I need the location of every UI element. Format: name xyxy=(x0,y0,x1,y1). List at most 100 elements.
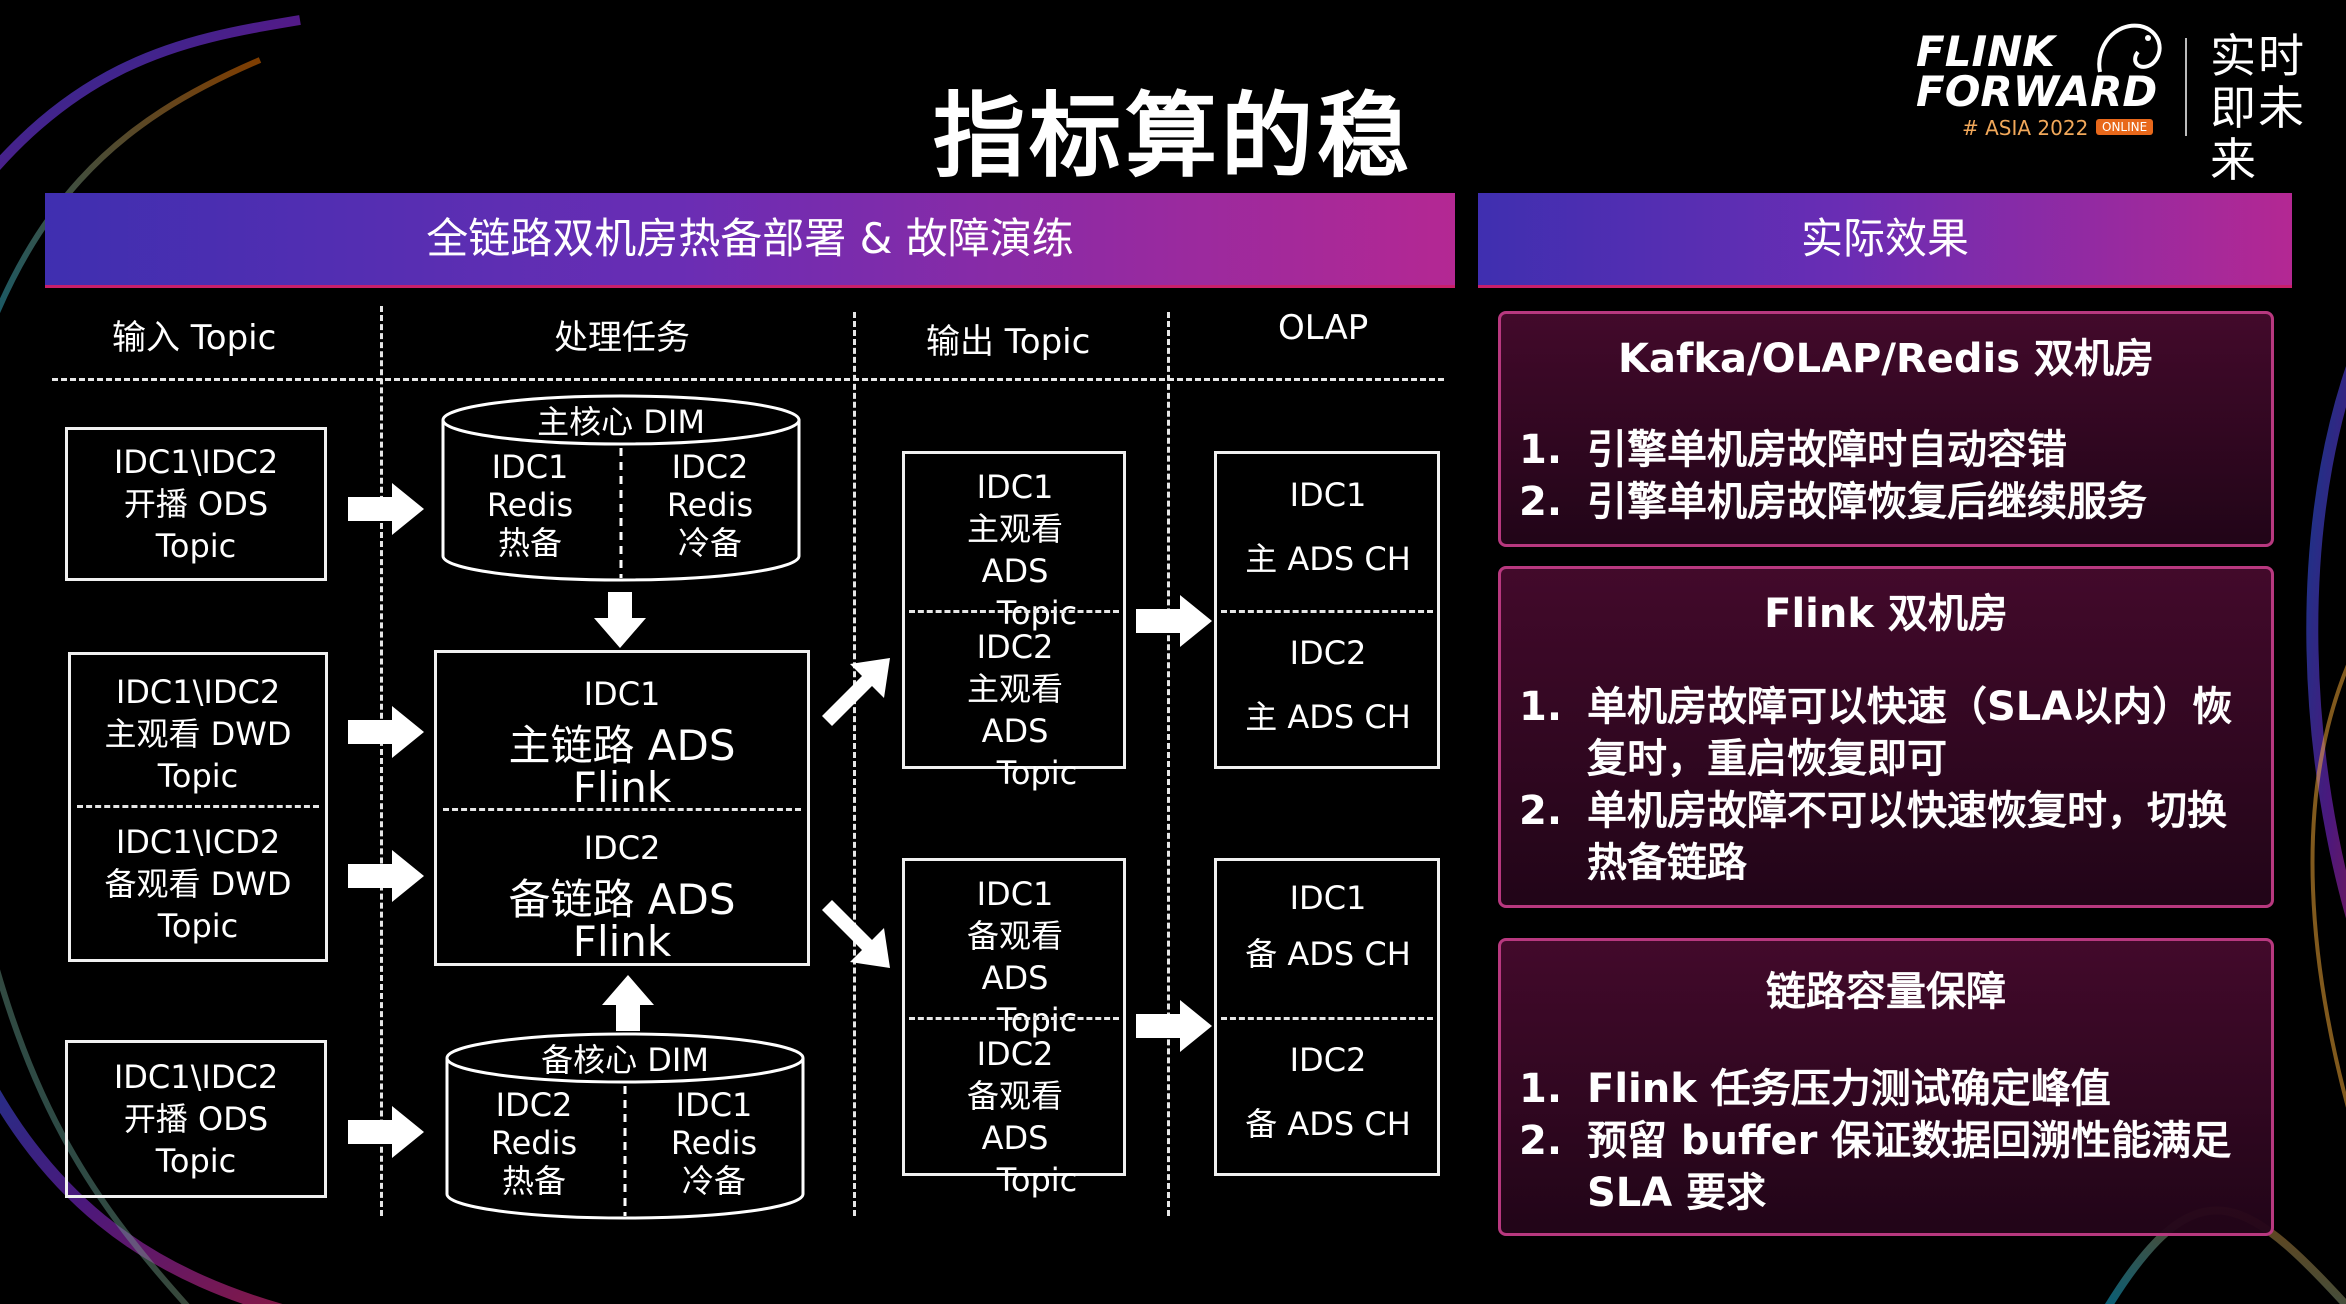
olap-line: IDC2 xyxy=(1289,634,1367,672)
output-topic-line: 主观看 ADS xyxy=(966,670,1063,750)
effect-item-text: Flink 任务压力测试确定峰值 xyxy=(1587,1066,2111,1112)
effect-card-list: 1. 单机房故障可以快速（SLA以内）恢复时，重启恢复即可 2. 单机房故障不可… xyxy=(1519,681,2253,889)
effect-card-title: Flink 双机房 xyxy=(1764,591,2008,637)
backup-dim-hot: IDC2 Redis 热备 xyxy=(454,1086,614,1200)
effect-item-text: 引擎单机房故障时自动容错 xyxy=(1587,427,2067,473)
input-topic-line: IDC1\IDC2 xyxy=(113,1058,279,1096)
effect-card-flink: Flink 双机房 1. 单机房故障可以快速（SLA以内）恢复时，重启恢复即可 … xyxy=(1498,566,2274,908)
effect-item-number: 1. xyxy=(1519,1066,1563,1112)
segment-divider xyxy=(1221,1017,1433,1020)
effect-item-number: 2. xyxy=(1519,1118,1563,1164)
effect-item-text: 单机房故障可以快速（SLA以内）恢复时，重启恢复即可 xyxy=(1587,684,2233,782)
effect-item-text: 预留 buffer 保证数据回溯性能满足 SLA 要求 xyxy=(1587,1118,2232,1216)
input-topic-line: IDC1\ICD2 xyxy=(115,823,281,861)
olap-main-group: IDC1 主 ADS CH IDC2 主 ADS CH xyxy=(1214,451,1440,769)
arrow-right-icon xyxy=(348,483,424,535)
effect-item: 2. 单机房故障不可以快速恢复时，切换热备链路 xyxy=(1519,785,2253,889)
input-topic-ods-bottom: IDC1\IDC2 开播 ODS Topic xyxy=(65,1040,327,1198)
dim-line: 热备 xyxy=(501,1162,566,1200)
olap-backup-idc2: IDC2 备 ADS CH xyxy=(1217,1033,1437,1151)
effect-item-text: 单机房故障不可以快速恢复时，切换热备链路 xyxy=(1587,788,2227,886)
arrow-up-right-icon xyxy=(822,658,890,726)
backup-dim-cold: IDC1 Redis 冷备 xyxy=(634,1086,794,1200)
column-header-output: 输出 Topic xyxy=(926,322,1091,362)
column-header-process: 处理任务 xyxy=(554,318,690,358)
main-dim-cold: IDC2 Redis 冷备 xyxy=(630,448,790,562)
input-topic-line: Topic xyxy=(155,1142,237,1180)
effect-card-title: Kafka/OLAP/Redis 双机房 xyxy=(1618,336,2154,382)
effect-item-number: 2. xyxy=(1519,479,1563,525)
flink-job-name: 主链路 ADS Flink xyxy=(508,721,736,812)
input-topic-dwd-main: IDC1\IDC2 主观看 DWD Topic xyxy=(71,665,325,803)
olap-backup-group: IDC1 备 ADS CH IDC2 备 ADS CH xyxy=(1214,858,1440,1176)
effect-card-list: 1. 引擎单机房故障时自动容错 2. 引擎单机房故障恢复后继续服务 xyxy=(1519,424,2253,528)
column-divider-2 xyxy=(853,312,856,1216)
input-topic-ods-top: IDC1\IDC2 开播 ODS Topic xyxy=(65,427,327,581)
dim-line: IDC2 xyxy=(495,1086,573,1124)
olap-line: 主 ADS CH xyxy=(1245,698,1411,736)
input-topic-dwd-backup: IDC1\ICD2 备观看 DWD Topic xyxy=(71,815,325,953)
dim-line: Redis xyxy=(486,486,574,524)
output-topic-main-idc1: IDC1 主观看 ADS Topic xyxy=(905,460,1123,640)
olap-line: 备 ADS CH xyxy=(1245,935,1411,973)
right-banner: 实际效果 xyxy=(1478,193,2292,288)
segment-divider xyxy=(77,805,319,808)
segment-divider xyxy=(909,610,1119,613)
output-topic-line: 备观看 ADS xyxy=(966,917,1063,997)
arrow-right-icon xyxy=(1136,1000,1212,1052)
main-dim-label: 主核心 DIM xyxy=(537,403,705,441)
output-topic-line: IDC2 xyxy=(976,628,1054,666)
input-topic-line: Topic xyxy=(157,907,239,945)
main-dim-cylinder xyxy=(441,394,801,582)
flink-idc: IDC2 xyxy=(583,829,661,867)
effect-item: 1. 引擎单机房故障时自动容错 xyxy=(1519,424,2253,476)
segment-divider xyxy=(909,1017,1119,1020)
input-topic-line: 开播 ODS xyxy=(123,1100,269,1138)
effect-card-title: 链路容量保障 xyxy=(1766,969,2006,1015)
input-topic-line: 备观看 DWD xyxy=(104,865,292,903)
page-title: 指标算的稳 xyxy=(932,83,1413,190)
output-topic-backup-idc2: IDC2 备观看 ADS Topic xyxy=(905,1027,1123,1207)
header-divider xyxy=(52,378,1444,381)
main-dim-hot: IDC1 Redis 热备 xyxy=(450,448,610,562)
effect-item-text: 引擎单机房故障恢复后继续服务 xyxy=(1587,479,2147,525)
input-topic-line: IDC1\IDC2 xyxy=(113,443,279,481)
effect-card-capacity: 链路容量保障 1. Flink 任务压力测试确定峰值 2. 预留 buffer … xyxy=(1498,938,2274,1236)
input-topic-dwd-group: IDC1\IDC2 主观看 DWD Topic IDC1\ICD2 备观看 DW… xyxy=(68,652,328,962)
dim-line: IDC1 xyxy=(491,448,569,486)
flink-backup-job: IDC2 备链路 ADS Flink xyxy=(437,821,807,969)
dim-line: 冷备 xyxy=(681,1162,746,1200)
olap-line: 备 ADS CH xyxy=(1245,1105,1411,1143)
logo-divider xyxy=(2185,38,2187,136)
dim-line: IDC1 xyxy=(675,1086,753,1124)
dim-line: 冷备 xyxy=(677,524,742,562)
dim-line: Redis xyxy=(490,1124,578,1162)
olap-line: IDC1 xyxy=(1289,879,1367,917)
output-topic-main-idc2: IDC2 主观看 ADS Topic xyxy=(905,620,1123,800)
arrow-up-icon xyxy=(602,975,654,1031)
column-divider-1 xyxy=(380,306,383,1216)
dim-line: 热备 xyxy=(497,524,562,562)
arrow-right-icon xyxy=(1136,595,1212,647)
logo-asia-text: # ASIA 2022 xyxy=(1962,116,2089,140)
effect-card-list: 1. Flink 任务压力测试确定峰值 2. 预留 buffer 保证数据回溯性… xyxy=(1519,1063,2253,1219)
effect-item: 2. 预留 buffer 保证数据回溯性能满足 SLA 要求 xyxy=(1519,1115,2253,1219)
input-topic-line: 开播 ODS xyxy=(123,485,269,523)
arrow-down-right-icon xyxy=(822,900,890,968)
input-topic-line: Topic xyxy=(155,527,237,565)
output-topic-backup-idc1: IDC1 备观看 ADS Topic xyxy=(905,867,1123,1047)
left-banner: 全链路双机房热备部署 & 故障演练 xyxy=(45,193,1455,288)
arrow-right-icon xyxy=(348,850,424,902)
input-topic-line: Topic xyxy=(157,757,239,795)
olap-backup-idc1: IDC1 备 ADS CH xyxy=(1217,871,1437,981)
backup-dim-label: 备核心 DIM xyxy=(541,1041,709,1079)
segment-divider xyxy=(443,808,801,811)
effect-item-number: 1. xyxy=(1519,684,1563,730)
dim-line: Redis xyxy=(666,486,754,524)
output-topic-line: 备观看 ADS xyxy=(966,1077,1063,1157)
effect-item-number: 1. xyxy=(1519,427,1563,473)
logo-flink-text: FLINK xyxy=(1916,27,2055,76)
flink-idc: IDC1 xyxy=(583,675,661,713)
output-topic-main-group: IDC1 主观看 ADS Topic IDC2 主观看 ADS Topic xyxy=(902,451,1126,792)
